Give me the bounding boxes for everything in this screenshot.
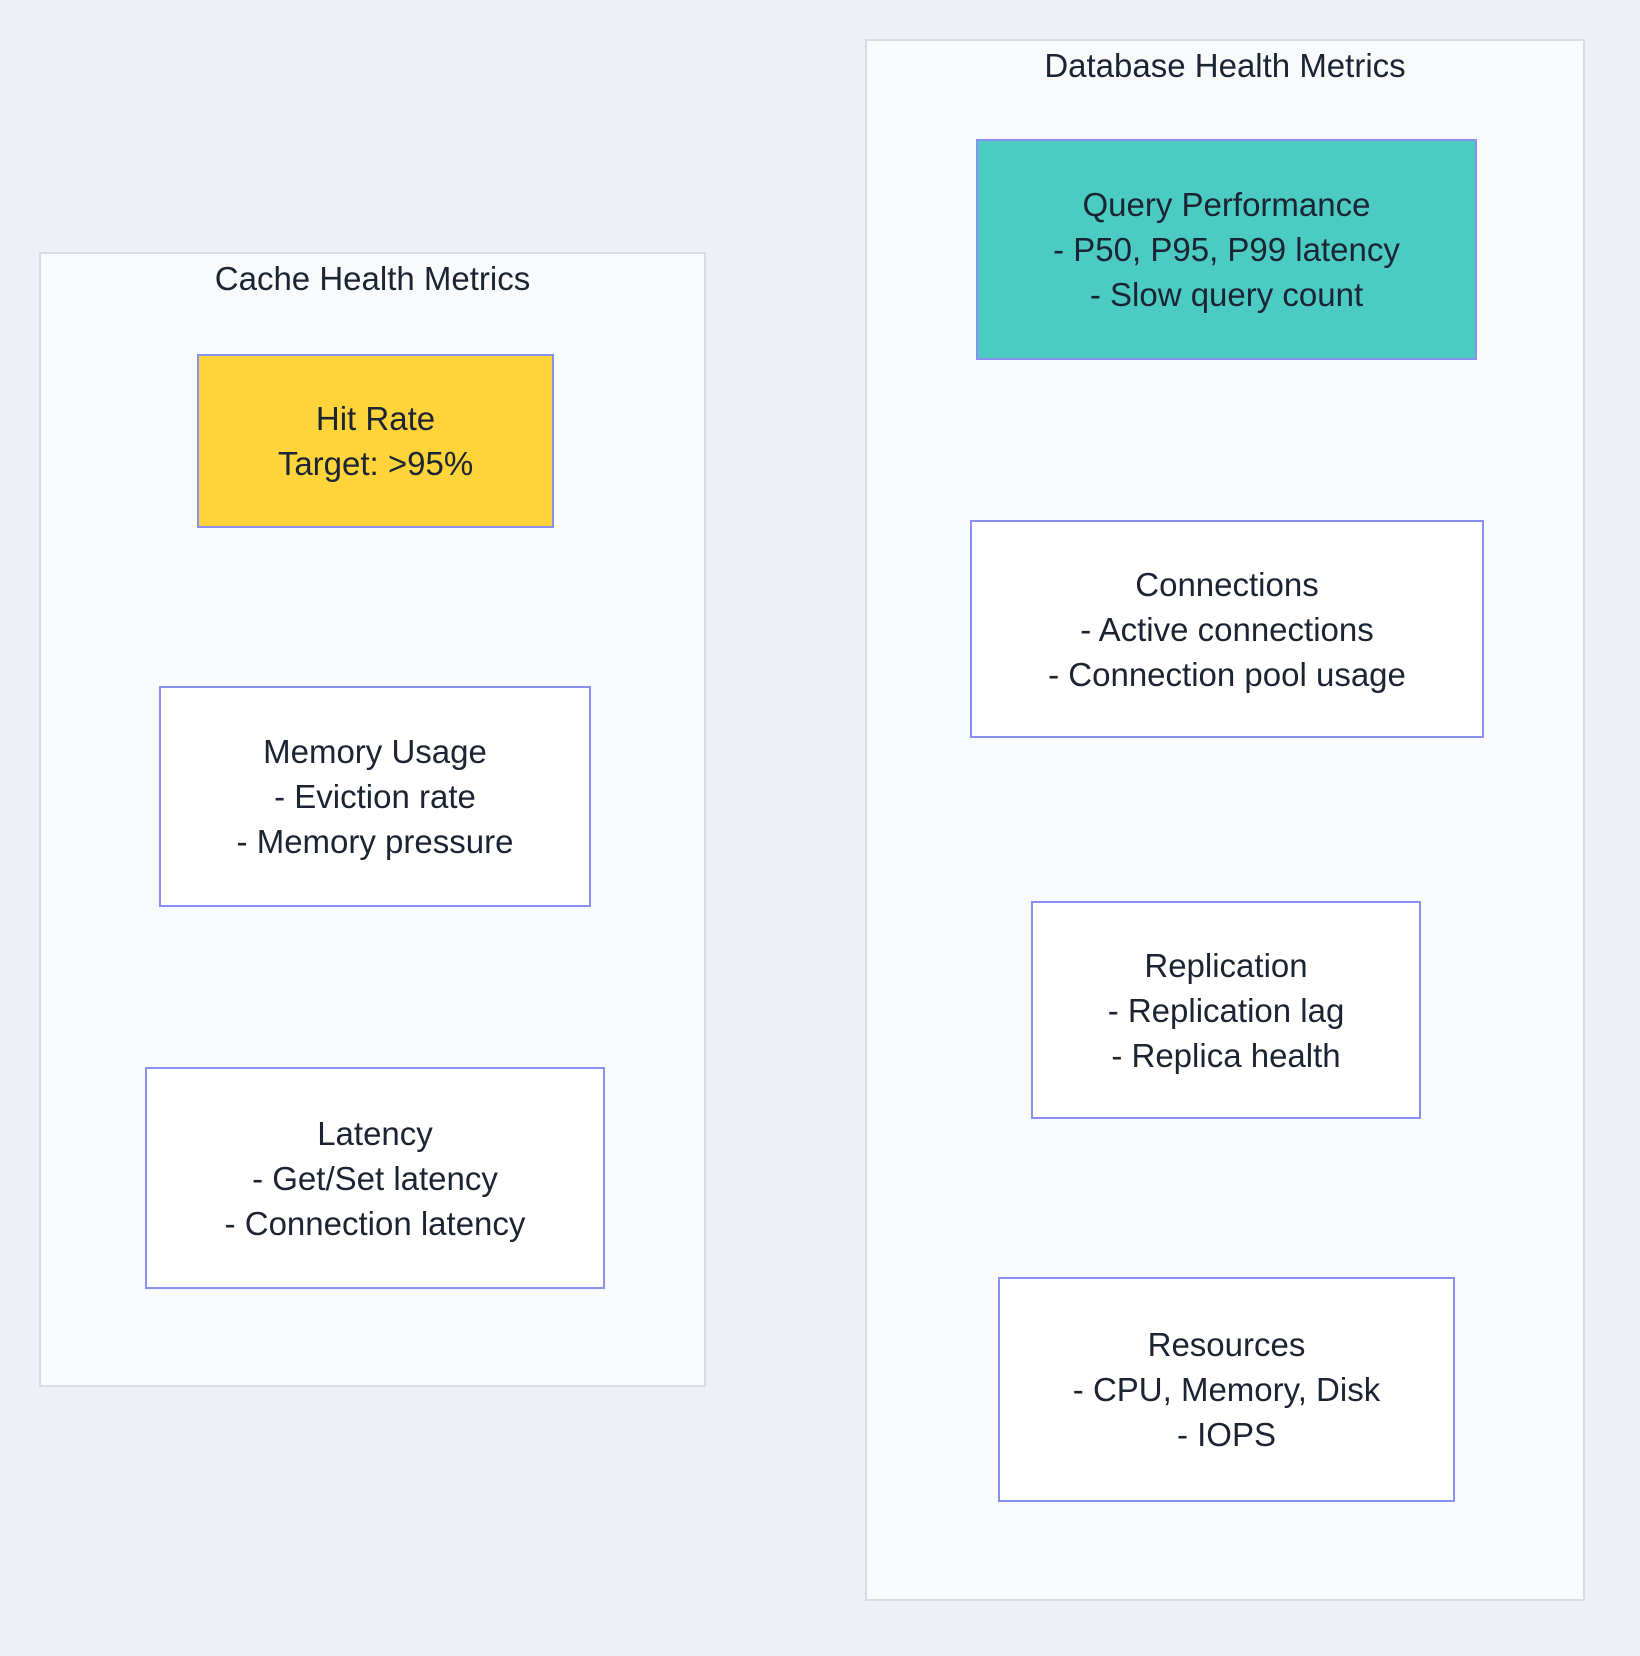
- node-latency: Latency - Get/Set latency - Connection l…: [145, 1067, 605, 1289]
- group-cache-health-metrics: Cache Health Metrics Hit Rate Target: >9…: [39, 252, 706, 1387]
- node-memory-usage-detail: - Eviction rate: [274, 778, 476, 815]
- node-query-performance-detail: - Slow query count: [1089, 276, 1364, 313]
- node-replication-title: Replication: [1144, 946, 1308, 984]
- node-replication: Replication - Replication lag - Replica …: [1031, 901, 1421, 1119]
- node-query-performance: Query Performance - P50, P95, P99 latenc…: [976, 139, 1477, 360]
- node-replication-detail: - Replication lag: [1107, 991, 1345, 1029]
- node-resources-detail: - CPU, Memory, Disk: [1072, 1371, 1381, 1408]
- node-hit-rate-detail: Target: >95%: [277, 445, 474, 482]
- node-latency-detail: - Get/Set latency: [252, 1159, 498, 1197]
- node-latency-title: Latency: [317, 1114, 433, 1152]
- node-hit-rate: Hit Rate Target: >95%: [197, 354, 554, 528]
- node-latency-detail: - Connection latency: [224, 1204, 526, 1242]
- node-memory-usage-title: Memory Usage: [263, 733, 487, 770]
- group-title-database: Database Health Metrics: [1044, 47, 1406, 84]
- node-resources: Resources - CPU, Memory, Disk - IOPS: [998, 1277, 1455, 1502]
- node-memory-usage: Memory Usage - Eviction rate - Memory pr…: [159, 686, 591, 907]
- group-title-cache: Cache Health Metrics: [214, 260, 531, 297]
- node-query-performance-detail: - P50, P95, P99 latency: [1053, 231, 1400, 268]
- node-connections-detail: - Active connections: [1080, 610, 1374, 648]
- node-query-performance-title: Query Performance: [1082, 186, 1371, 223]
- node-resources-title: Resources: [1147, 1326, 1306, 1363]
- group-database-health-metrics: Database Health Metrics Query Performanc…: [865, 39, 1585, 1601]
- node-hit-rate-title: Hit Rate: [315, 400, 436, 437]
- node-connections-detail: - Connection pool usage: [1048, 655, 1406, 693]
- node-replication-detail: - Replica health: [1111, 1036, 1341, 1074]
- node-connections-title: Connections: [1135, 565, 1319, 603]
- node-connections: Connections - Active connections - Conne…: [970, 520, 1484, 738]
- node-resources-detail: - IOPS: [1176, 1416, 1277, 1453]
- node-memory-usage-detail: - Memory pressure: [236, 823, 514, 860]
